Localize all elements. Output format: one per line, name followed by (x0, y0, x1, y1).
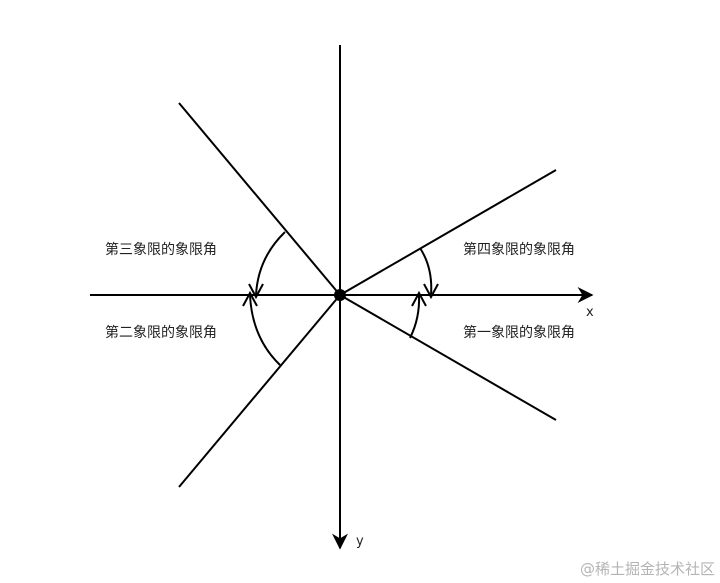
ray-lower-right (339, 294, 557, 421)
angle-arc-fourth (419, 247, 433, 296)
angle-arc-third (255, 231, 286, 296)
angle-arrow-third (248, 283, 264, 300)
angle-arc-first (409, 294, 421, 339)
origin-point (334, 289, 346, 301)
angle-arrow-second (242, 290, 258, 307)
watermark: @稀土掘金技术社区 (580, 560, 715, 578)
label-third-quadrant-angle: 第三象限的象限角 (105, 241, 217, 258)
ray-upper-left (178, 102, 341, 296)
angle-arc-second (249, 294, 281, 366)
angle-arrow-fourth (423, 283, 439, 300)
label-first-quadrant-angle: 第一象限的象限角 (463, 324, 575, 341)
label-second-quadrant-angle: 第二象限的象限角 (105, 324, 217, 341)
angle-arrow-first (411, 290, 427, 307)
ray-upper-right (339, 169, 557, 296)
y-axis-label: y (356, 534, 364, 549)
label-fourth-quadrant-angle: 第四象限的象限角 (463, 241, 575, 258)
ray-lower-left (178, 294, 341, 488)
x-axis-label: x (586, 305, 594, 320)
